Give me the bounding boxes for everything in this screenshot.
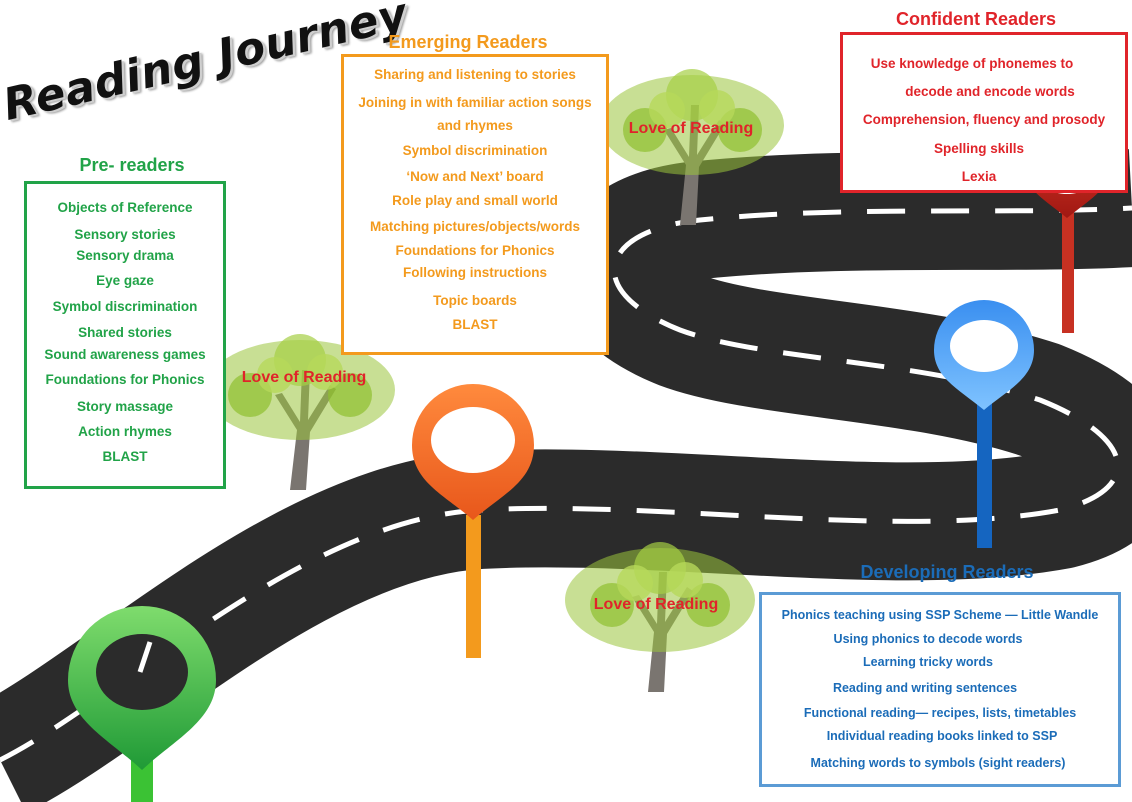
emerging-readers-item: Topic boards	[433, 293, 517, 308]
confident-readers-heading: Confident Readers	[895, 9, 1057, 29]
pin-emerging-readers	[412, 384, 534, 658]
love-of-reading-label-top: Love of Reading	[628, 120, 754, 137]
love-of-reading-label-left: Love of Reading	[241, 369, 367, 386]
emerging-readers-item: Following instructions	[403, 265, 547, 280]
confident-readers-item: Lexia	[961, 169, 997, 184]
developing-readers-item: Functional reading— recipes, lists, time…	[803, 706, 1077, 720]
pre-readers-item: BLAST	[102, 449, 148, 464]
emerging-readers-item: Role play and small world	[392, 193, 558, 208]
emerging-readers-heading: Emerging Readers	[388, 32, 548, 52]
pin-developing-readers	[934, 300, 1034, 548]
pre-readers-box: Objects of Reference Sensory stories Sen…	[24, 181, 226, 489]
pre-readers-item: Sound awareness games	[44, 347, 206, 362]
tree-bottom	[565, 542, 755, 692]
emerging-readers-item: ‘Now and Next’ board	[406, 169, 544, 184]
confident-readers-item: Comprehension, fluency and prosody	[862, 112, 1106, 127]
pre-readers-heading: Pre- readers	[79, 155, 185, 175]
developing-readers-box: Phonics teaching using SSP Scheme — Litt…	[759, 592, 1121, 787]
winding-road	[0, 149, 1132, 802]
pre-readers-item: Story massage	[76, 399, 174, 414]
emerging-readers-item: BLAST	[452, 317, 498, 332]
developing-readers-item: Individual reading books linked to SSP	[826, 729, 1058, 743]
pre-readers-item: Shared stories	[78, 325, 172, 340]
tree-top	[600, 69, 784, 225]
pre-readers-item: Foundations for Phonics	[45, 372, 205, 387]
pre-readers-item: Sensory stories	[74, 227, 176, 242]
tree-left	[205, 334, 395, 490]
developing-readers-item: Matching words to symbols (sight readers…	[810, 756, 1066, 770]
developing-readers-item: Using phonics to decode words	[833, 632, 1023, 646]
confident-readers-item: Use knowledge of phonemes to	[870, 56, 1074, 71]
pre-readers-item: Objects of Reference	[57, 200, 193, 215]
developing-readers-item: Reading and writing sentences	[832, 681, 1018, 695]
emerging-readers-item: Foundations for Phonics	[395, 243, 555, 258]
emerging-readers-item: Joining in with familiar action songs	[358, 95, 592, 110]
emerging-readers-item: Symbol discrimination	[402, 143, 548, 158]
pre-readers-item: Eye gaze	[96, 273, 154, 288]
love-of-reading-label-bottom: Love of Reading	[593, 596, 719, 613]
pin-pre-readers	[68, 606, 216, 802]
emerging-readers-item: and rhymes	[437, 118, 513, 133]
pre-readers-item: Symbol discrimination	[52, 299, 198, 314]
emerging-readers-item: Sharing and listening to stories	[374, 67, 576, 82]
pre-readers-item: Action rhymes	[78, 424, 172, 439]
confident-readers-item: decode and encode words	[905, 84, 1075, 99]
pre-readers-item: Sensory drama	[76, 248, 174, 263]
developing-readers-item: Phonics teaching using SSP Scheme — Litt…	[781, 608, 1099, 622]
confident-readers-box: Use knowledge of phonemes to decode and …	[840, 32, 1128, 193]
confident-readers-item: Spelling skills	[933, 141, 1025, 156]
emerging-readers-item: Matching pictures/objects/words	[369, 219, 581, 234]
developing-readers-item: Learning tricky words	[863, 655, 993, 669]
developing-readers-heading: Developing Readers	[860, 562, 1034, 582]
emerging-readers-box: Sharing and listening to stories Joining…	[341, 54, 609, 355]
